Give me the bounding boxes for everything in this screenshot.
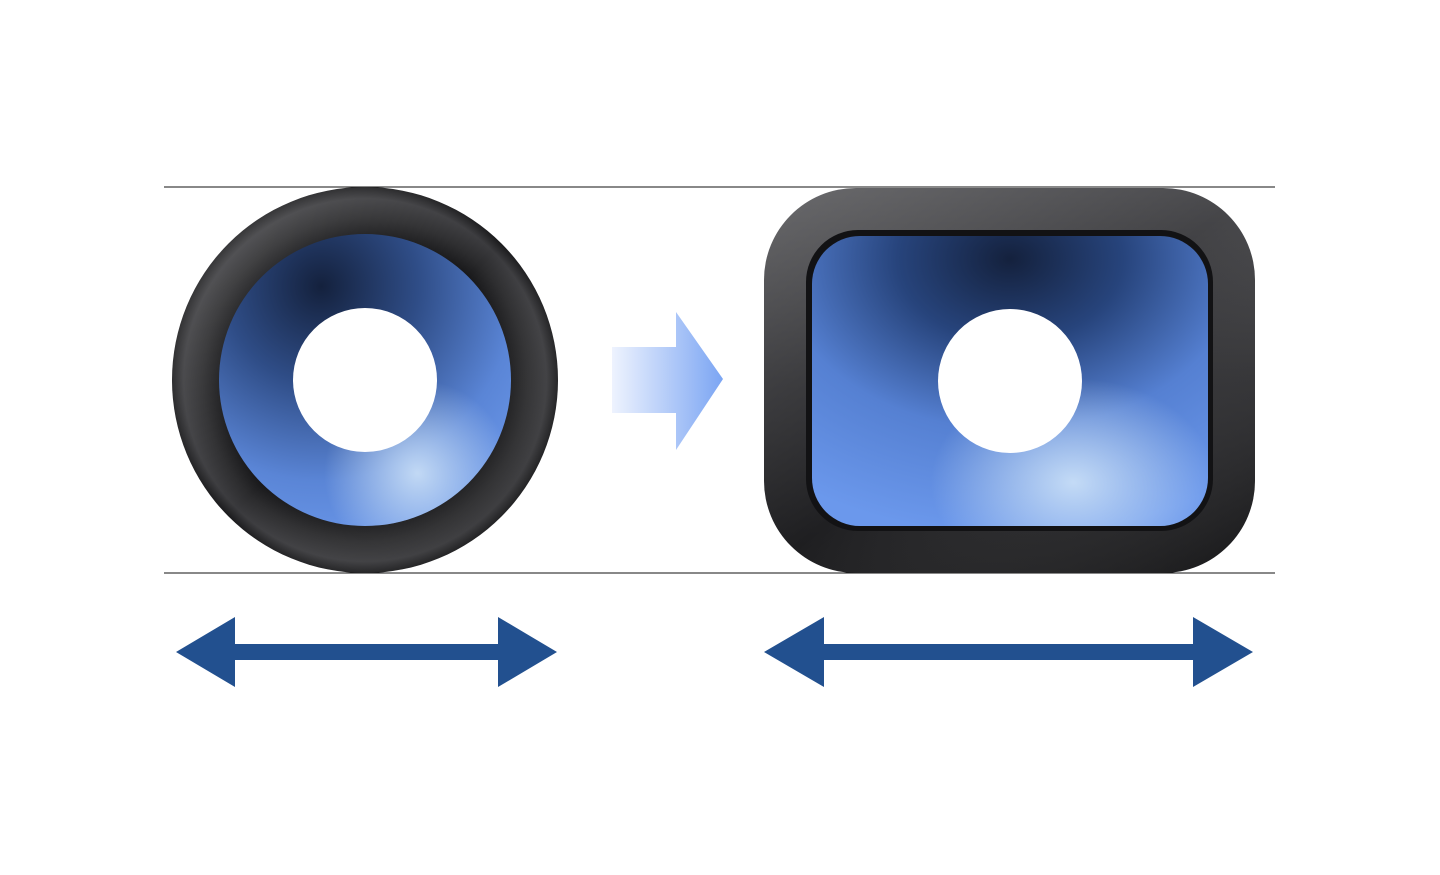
rectangular-speaker-dust-cap <box>938 309 1082 453</box>
round-speaker-dust-cap <box>293 308 437 452</box>
rectangular-speaker-icon <box>764 188 1255 573</box>
double-headed-arrow-icon <box>764 617 1253 687</box>
round-speaker-icon <box>172 187 558 573</box>
double-headed-arrow-icon <box>176 617 557 687</box>
right-arrow-icon <box>612 312 723 450</box>
